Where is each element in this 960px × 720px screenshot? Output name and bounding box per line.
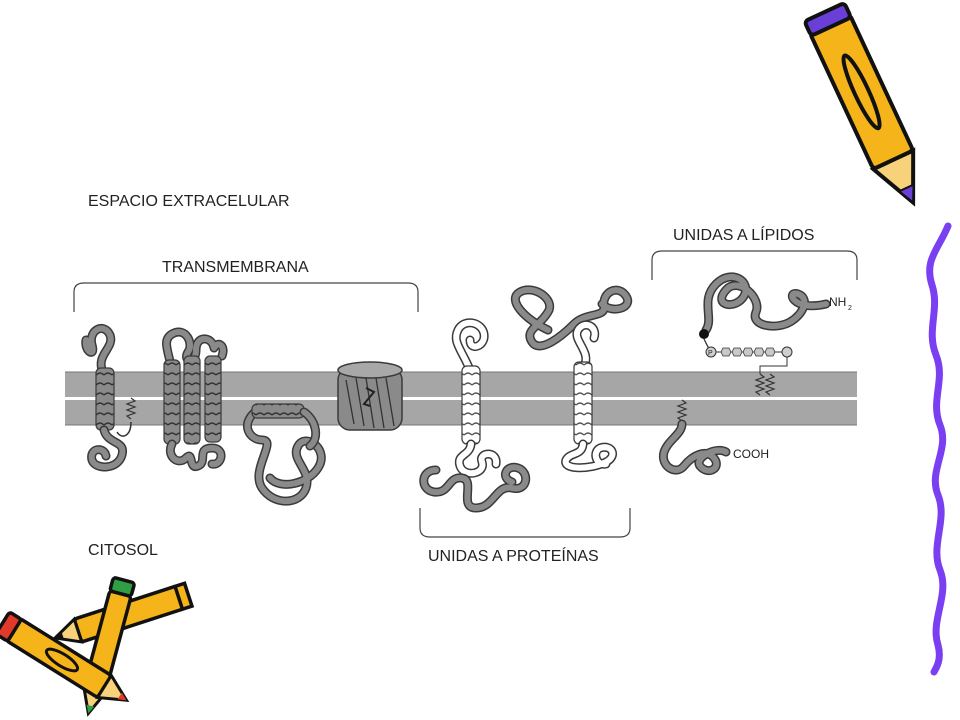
single-pass-protein: [81, 324, 137, 472]
amphipathic-helix: [251, 403, 305, 419]
amino-terminus-label: NH: [829, 295, 846, 309]
lipid-anchor: [764, 373, 776, 396]
terminal-residue: [699, 329, 709, 339]
lipid-bound-label: UNIDAS A LÍPIDOS: [673, 225, 814, 244]
gpi-anchored-protein: NH 2 P: [699, 272, 852, 396]
monolayer-associated-protein: [242, 403, 326, 506]
protein-chain: [244, 409, 325, 505]
lipid-anchored-cytosolic-protein: COOH: [658, 399, 769, 475]
barrel-top-rim: [337, 361, 403, 379]
lipid-bound-bracket: [651, 250, 858, 280]
protein-chain: [301, 409, 319, 449]
pencil-icon: [803, 2, 916, 207]
protein-chain: [82, 325, 114, 375]
pencil-highlight: [44, 647, 80, 673]
pencil-cap: [0, 611, 23, 642]
alpha-helix: [163, 359, 181, 445]
protein-chain: [703, 274, 829, 333]
pencil-icon: [0, 611, 130, 703]
extracellular-label: ESPACIO EXTRACELULAR: [88, 193, 290, 210]
dark-chain: [512, 287, 631, 349]
pencil-highlight: [841, 53, 882, 131]
protein-chain: [660, 421, 729, 474]
sugar-residue: [753, 347, 765, 357]
dark-chain: [420, 464, 529, 512]
lipid-anchor: [754, 373, 766, 396]
phosphate-mark: P: [708, 350, 713, 357]
pencil-cap: [172, 581, 195, 612]
amino-subscript: 2: [848, 305, 852, 312]
carboxy-terminus-label: COOH: [733, 447, 769, 461]
pencil-body: [809, 13, 914, 170]
protein-bound-protein-1: [419, 318, 531, 513]
light-chain: [456, 441, 500, 477]
sugar-residue: [742, 347, 754, 357]
transmembrane-bracket: [73, 282, 419, 312]
protein-bound-label: UNIDAS A PROTEÍNAS: [428, 546, 599, 565]
inositol-link: [759, 357, 788, 374]
alpha-helix: [461, 365, 481, 445]
sugar-residue: [764, 347, 776, 357]
pencil-tip: [94, 672, 130, 703]
protein-chain: [88, 427, 126, 470]
protein-bound-bracket: [419, 508, 631, 538]
light-chain: [573, 321, 598, 369]
lipid-anchor: [676, 399, 688, 422]
transmembrane-label: TRANSMEMBRANA: [162, 259, 309, 276]
lipid-anchor: [125, 397, 137, 420]
protein-loops: [163, 329, 226, 373]
squiggle-line: [926, 222, 952, 676]
pencil-lead: [86, 704, 95, 714]
cytosol-label: CITOSOL: [88, 542, 158, 559]
pencils-icon: [0, 576, 195, 717]
pencil-lead: [55, 631, 64, 640]
pencil-cap: [803, 2, 852, 37]
alpha-helix: [95, 367, 115, 431]
protein-bound-protein-2: [510, 285, 633, 473]
barrel-strands: [345, 377, 395, 429]
protein-loops: [167, 441, 224, 470]
phosphate-group: [781, 346, 793, 358]
barrel-pore: [362, 387, 376, 407]
multi-pass-protein: [162, 327, 228, 471]
alpha-helix: [183, 355, 201, 445]
sugar-residue: [720, 347, 732, 357]
beta-barrel-protein: [337, 361, 403, 431]
pencil-cap: [108, 576, 136, 598]
light-chain: [453, 319, 488, 373]
pencil-lead: [897, 182, 915, 205]
sugar-residue: [731, 347, 743, 357]
alpha-helix: [573, 361, 593, 445]
alpha-helix: [204, 355, 222, 443]
light-chain: [562, 441, 616, 471]
pencil-lead: [117, 692, 127, 701]
protein-chain: [116, 421, 132, 437]
